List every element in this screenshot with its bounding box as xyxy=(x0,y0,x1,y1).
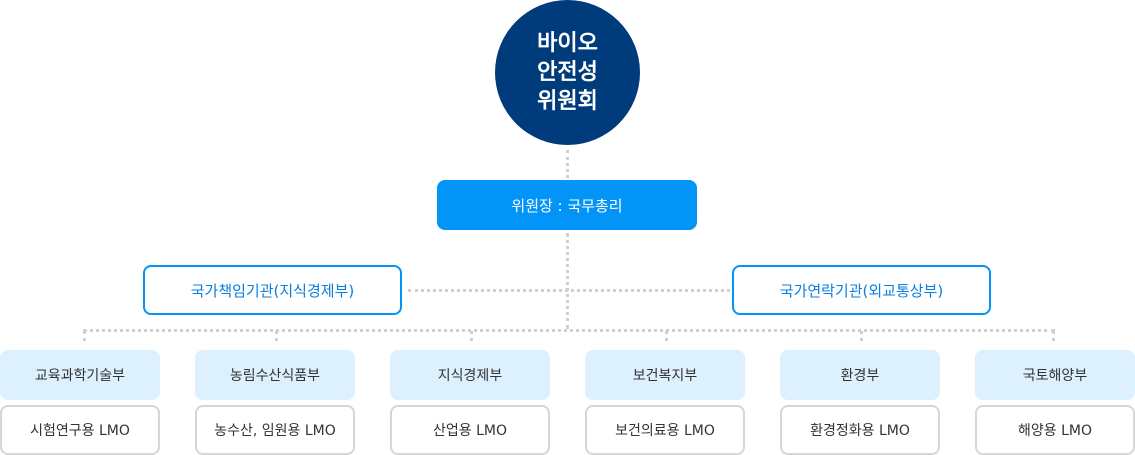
chair-label: 위원장 : 국무총리 xyxy=(511,196,623,215)
connector-ministries-bar xyxy=(83,329,1055,332)
ministry-name: 농림수산식품부 xyxy=(229,368,321,384)
ministry-node: 국토해양부 xyxy=(975,350,1135,400)
connector-ministry-6 xyxy=(1052,331,1055,341)
use-node: 보건의료용 LMO xyxy=(585,405,745,455)
connector-ministry-2 xyxy=(275,331,278,341)
connector-ministry-1 xyxy=(83,331,86,341)
connector-agencies xyxy=(408,289,730,292)
use-label: 시험연구용 LMO xyxy=(30,423,130,439)
use-node: 시험연구용 LMO xyxy=(0,405,160,455)
use-label: 환경정화용 LMO xyxy=(810,423,910,439)
ministry-node: 보건복지부 xyxy=(585,350,745,400)
committee-title-line-2: 안전성 xyxy=(537,60,598,85)
connector-ministry-5 xyxy=(860,331,863,341)
ministry-name: 지식경제부 xyxy=(437,368,503,384)
chair-node: 위원장 : 국무총리 xyxy=(437,180,697,230)
committee-title-line-1: 바이오 xyxy=(537,31,598,56)
use-label: 해양용 LMO xyxy=(1018,423,1092,439)
committee-title-line-3: 위원회 xyxy=(537,89,598,114)
use-node: 환경정화용 LMO xyxy=(780,405,940,455)
connector-chair-ministries xyxy=(566,233,569,329)
use-label: 보건의료용 LMO xyxy=(615,423,715,439)
use-label: 산업용 LMO xyxy=(433,423,507,439)
agency-node-contact: 국가연락기관(외교통상부) xyxy=(732,265,991,315)
connector-ministry-3 xyxy=(470,331,473,341)
ministry-name: 교육과학기술부 xyxy=(34,368,126,384)
connector-committee-chair xyxy=(566,150,569,178)
ministry-name: 보건복지부 xyxy=(632,368,698,384)
ministry-node: 지식경제부 xyxy=(390,350,550,400)
use-label: 농수산, 임원용 LMO xyxy=(214,423,336,439)
use-node: 농수산, 임원용 LMO xyxy=(195,405,355,455)
agency-label: 국가책임기관(지식경제부) xyxy=(190,281,355,300)
ministry-name: 국토해양부 xyxy=(1022,368,1088,384)
ministry-name: 환경부 xyxy=(840,368,880,384)
committee-node: 바이오 안전성 위원회 xyxy=(495,0,640,145)
agency-label: 국가연락기관(외교통상부) xyxy=(779,281,944,300)
use-node: 해양용 LMO xyxy=(975,405,1135,455)
ministry-node: 농림수산식품부 xyxy=(195,350,355,400)
ministry-node: 환경부 xyxy=(780,350,940,400)
ministry-node: 교육과학기술부 xyxy=(0,350,160,400)
use-node: 산업용 LMO xyxy=(390,405,550,455)
agency-node-responsible: 국가책임기관(지식경제부) xyxy=(143,265,402,315)
connector-ministry-4 xyxy=(665,331,668,341)
